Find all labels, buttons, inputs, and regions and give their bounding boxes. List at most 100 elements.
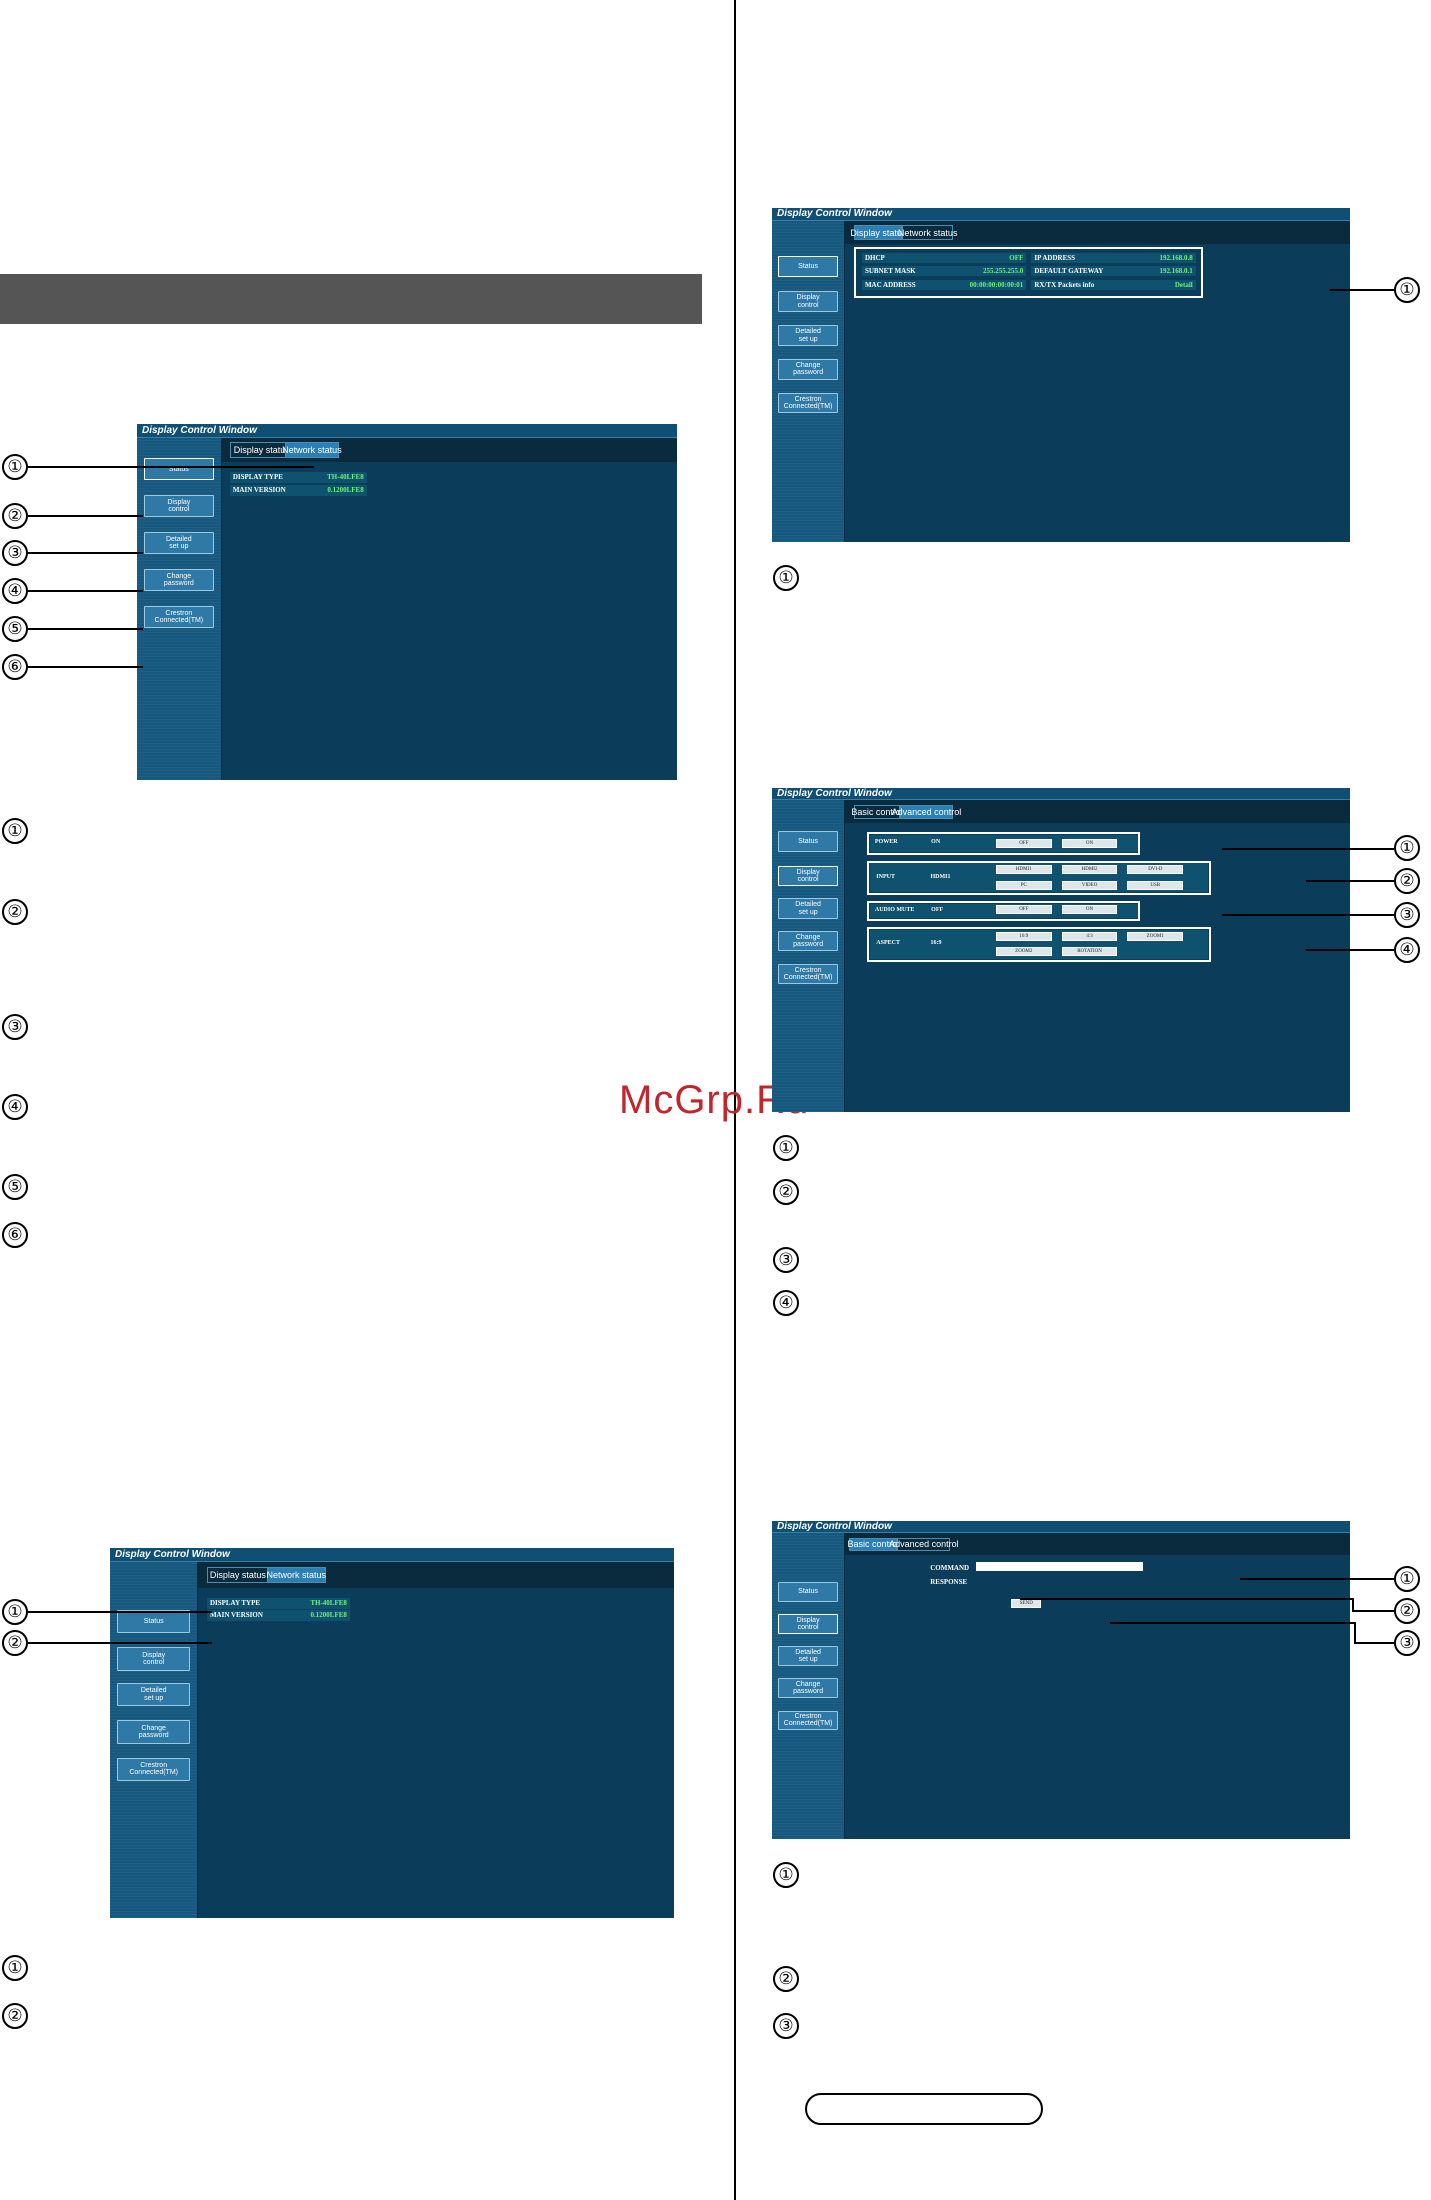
nav-change-password-button[interactable]: Change password bbox=[777, 358, 839, 380]
item-marker-3: ③ bbox=[773, 2013, 799, 2039]
nav-crestron-button[interactable]: Crestron Connected(TM) bbox=[116, 1757, 191, 1781]
nav-display-control-button[interactable]: Display control bbox=[777, 291, 839, 313]
input-usb-button[interactable]: USB bbox=[1127, 880, 1184, 890]
command-input[interactable] bbox=[975, 1562, 1143, 1572]
nav-status-button[interactable]: Status bbox=[777, 1582, 839, 1602]
window-title: Display Control Window bbox=[110, 1548, 674, 1563]
column-divider bbox=[734, 0, 736, 2200]
nav-display-control-button[interactable]: Display control bbox=[777, 1614, 839, 1635]
content-area: DHCP OFF SUBNET MASK 255.255.255.0 MAC A… bbox=[844, 244, 1350, 542]
power-frame bbox=[867, 831, 1141, 855]
mute-on-button[interactable]: ON bbox=[1061, 905, 1118, 915]
nav-crestron-button[interactable]: Crestron Connected(TM) bbox=[777, 392, 839, 414]
item-marker-5: ⑤ bbox=[2, 1174, 28, 1200]
leader-line bbox=[1306, 949, 1394, 951]
nav-status-button[interactable]: Status bbox=[116, 1610, 191, 1634]
mute-off-button[interactable]: OFF bbox=[995, 905, 1052, 915]
item-marker-1: ① bbox=[773, 565, 799, 591]
tab-network-status[interactable]: Network status bbox=[266, 1567, 327, 1584]
aspect-4-3-button[interactable]: 4:3 bbox=[1061, 931, 1118, 941]
item-marker-1: ① bbox=[773, 1135, 799, 1161]
nav-detailed-setup-button[interactable]: Detailed set up bbox=[116, 1683, 191, 1707]
screenshot-advanced-control: Display Control Window Status Display co… bbox=[772, 1521, 1350, 1839]
callout-1: ① bbox=[2, 454, 28, 480]
nav-crestron-button[interactable]: Crestron Connected(TM) bbox=[777, 963, 839, 985]
nav-display-control-button[interactable]: Display control bbox=[116, 1647, 191, 1671]
leader-line bbox=[1306, 880, 1394, 882]
leader-line bbox=[28, 1611, 212, 1613]
nav-change-password-button[interactable]: Change password bbox=[777, 931, 839, 952]
rxtx-detail-link[interactable]: Detail bbox=[1174, 280, 1193, 289]
input-dvid-button[interactable]: DVI-D bbox=[1127, 865, 1184, 875]
display-type-row: DISPLAY TYPE TH-40LFE8 bbox=[229, 471, 367, 483]
callout-2: ② bbox=[1394, 868, 1420, 894]
aspect-zoom1-button[interactable]: ZOOM1 bbox=[1127, 931, 1184, 941]
item-marker-3: ③ bbox=[773, 1247, 799, 1273]
input-hdmi1-button[interactable]: HDMI1 bbox=[995, 865, 1052, 875]
nav-detailed-setup-button[interactable]: Detailed set up bbox=[143, 532, 214, 555]
leader-line bbox=[1354, 1622, 1356, 1644]
tab-network-status[interactable]: Network status bbox=[282, 442, 342, 458]
nav-crestron-button[interactable]: Crestron Connected(TM) bbox=[143, 606, 214, 629]
nav-change-password-button[interactable]: Change password bbox=[143, 569, 214, 592]
input-video-button[interactable]: VIDEO bbox=[1061, 880, 1118, 890]
callout-4: ④ bbox=[2, 578, 28, 604]
tab-basic-control[interactable]: Basic control bbox=[847, 1537, 900, 1552]
item-marker-1: ① bbox=[2, 1955, 28, 1981]
nav-display-control-button[interactable]: Display control bbox=[143, 495, 214, 518]
aspect-16-9-button[interactable]: 16:9 bbox=[995, 931, 1052, 941]
tab-basic-control[interactable]: Basic control bbox=[851, 804, 903, 819]
section-heading-bar bbox=[0, 274, 702, 324]
window-title: Display Control Window bbox=[772, 208, 1350, 221]
main-version-row: MAIN VERSION 0.1200LFE8 bbox=[229, 484, 367, 496]
ip-row: IP ADDRESS 192.168.0.8 bbox=[1031, 253, 1196, 263]
tab-display-status[interactable]: Display status bbox=[850, 225, 906, 240]
callout-3: ③ bbox=[1394, 1630, 1420, 1656]
rxtx-row: RX/TX Packets info Detail bbox=[1031, 279, 1196, 290]
leader-line bbox=[1330, 289, 1394, 291]
tab-advanced-control[interactable]: Advanced control bbox=[889, 1537, 959, 1552]
input-hdmi2-button[interactable]: HDMI2 bbox=[1061, 865, 1118, 875]
nav-display-control-button[interactable]: Display control bbox=[777, 865, 839, 886]
screenshot-display-status: Display Control Window Status Display co… bbox=[110, 1548, 674, 1918]
audio-mute-frame bbox=[867, 901, 1141, 922]
item-marker-3: ③ bbox=[2, 1014, 28, 1040]
tab-strip: Display status Network status bbox=[220, 437, 677, 463]
item-marker-4: ④ bbox=[2, 1094, 28, 1120]
nav-status-button[interactable]: Status bbox=[143, 458, 214, 481]
network-info-frame bbox=[854, 247, 1204, 298]
aspect-rotation-button[interactable]: ROTATION bbox=[1061, 947, 1118, 957]
leader-line bbox=[28, 466, 314, 468]
tab-advanced-control[interactable]: Advanced control bbox=[892, 804, 961, 819]
tab-strip: Basic control Advanced control bbox=[844, 1533, 1350, 1556]
nav-status-button[interactable]: Status bbox=[777, 831, 839, 852]
item-marker-4: ④ bbox=[773, 1290, 799, 1316]
leader-line bbox=[28, 1642, 212, 1644]
nav-crestron-button[interactable]: Crestron Connected(TM) bbox=[777, 1710, 839, 1731]
command-label: COMMAND bbox=[930, 1563, 970, 1572]
power-on-button[interactable]: ON bbox=[1061, 838, 1118, 848]
callout-5: ⑤ bbox=[2, 616, 28, 642]
nav-detailed-setup-button[interactable]: Detailed set up bbox=[777, 898, 839, 919]
power-off-button[interactable]: OFF bbox=[995, 838, 1052, 848]
tab-display-status[interactable]: Display status bbox=[206, 1567, 269, 1584]
input-pc-button[interactable]: PC bbox=[995, 880, 1052, 890]
tab-network-status[interactable]: Network status bbox=[898, 225, 957, 240]
nav-status-button[interactable]: Status bbox=[777, 256, 839, 277]
callout-1: ① bbox=[1394, 1566, 1420, 1592]
main-version-row: MAIN VERSION 0.1200LFE8 bbox=[206, 1609, 350, 1621]
item-marker-2: ② bbox=[2, 2003, 28, 2029]
aspect-zoom2-button[interactable]: ZOOM2 bbox=[995, 947, 1052, 957]
screenshot-basic-control: Display Control Window Status Display co… bbox=[772, 788, 1350, 1112]
window-title: Display Control Window bbox=[137, 424, 677, 438]
leader-line bbox=[28, 515, 143, 517]
nav-change-password-button[interactable]: Change password bbox=[777, 1678, 839, 1699]
nav-detailed-setup-button[interactable]: Detailed set up bbox=[777, 1646, 839, 1667]
nav-change-password-button[interactable]: Change password bbox=[116, 1720, 191, 1744]
nav-detailed-setup-button[interactable]: Detailed set up bbox=[777, 325, 839, 346]
sidebar: Status Display control Detailed set up C… bbox=[772, 220, 846, 542]
tab-strip: Display status Network status bbox=[844, 220, 1350, 245]
leader-line bbox=[1240, 1578, 1394, 1580]
send-button[interactable]: SEND bbox=[1011, 1599, 1042, 1609]
note-label-box bbox=[805, 2093, 1043, 2125]
